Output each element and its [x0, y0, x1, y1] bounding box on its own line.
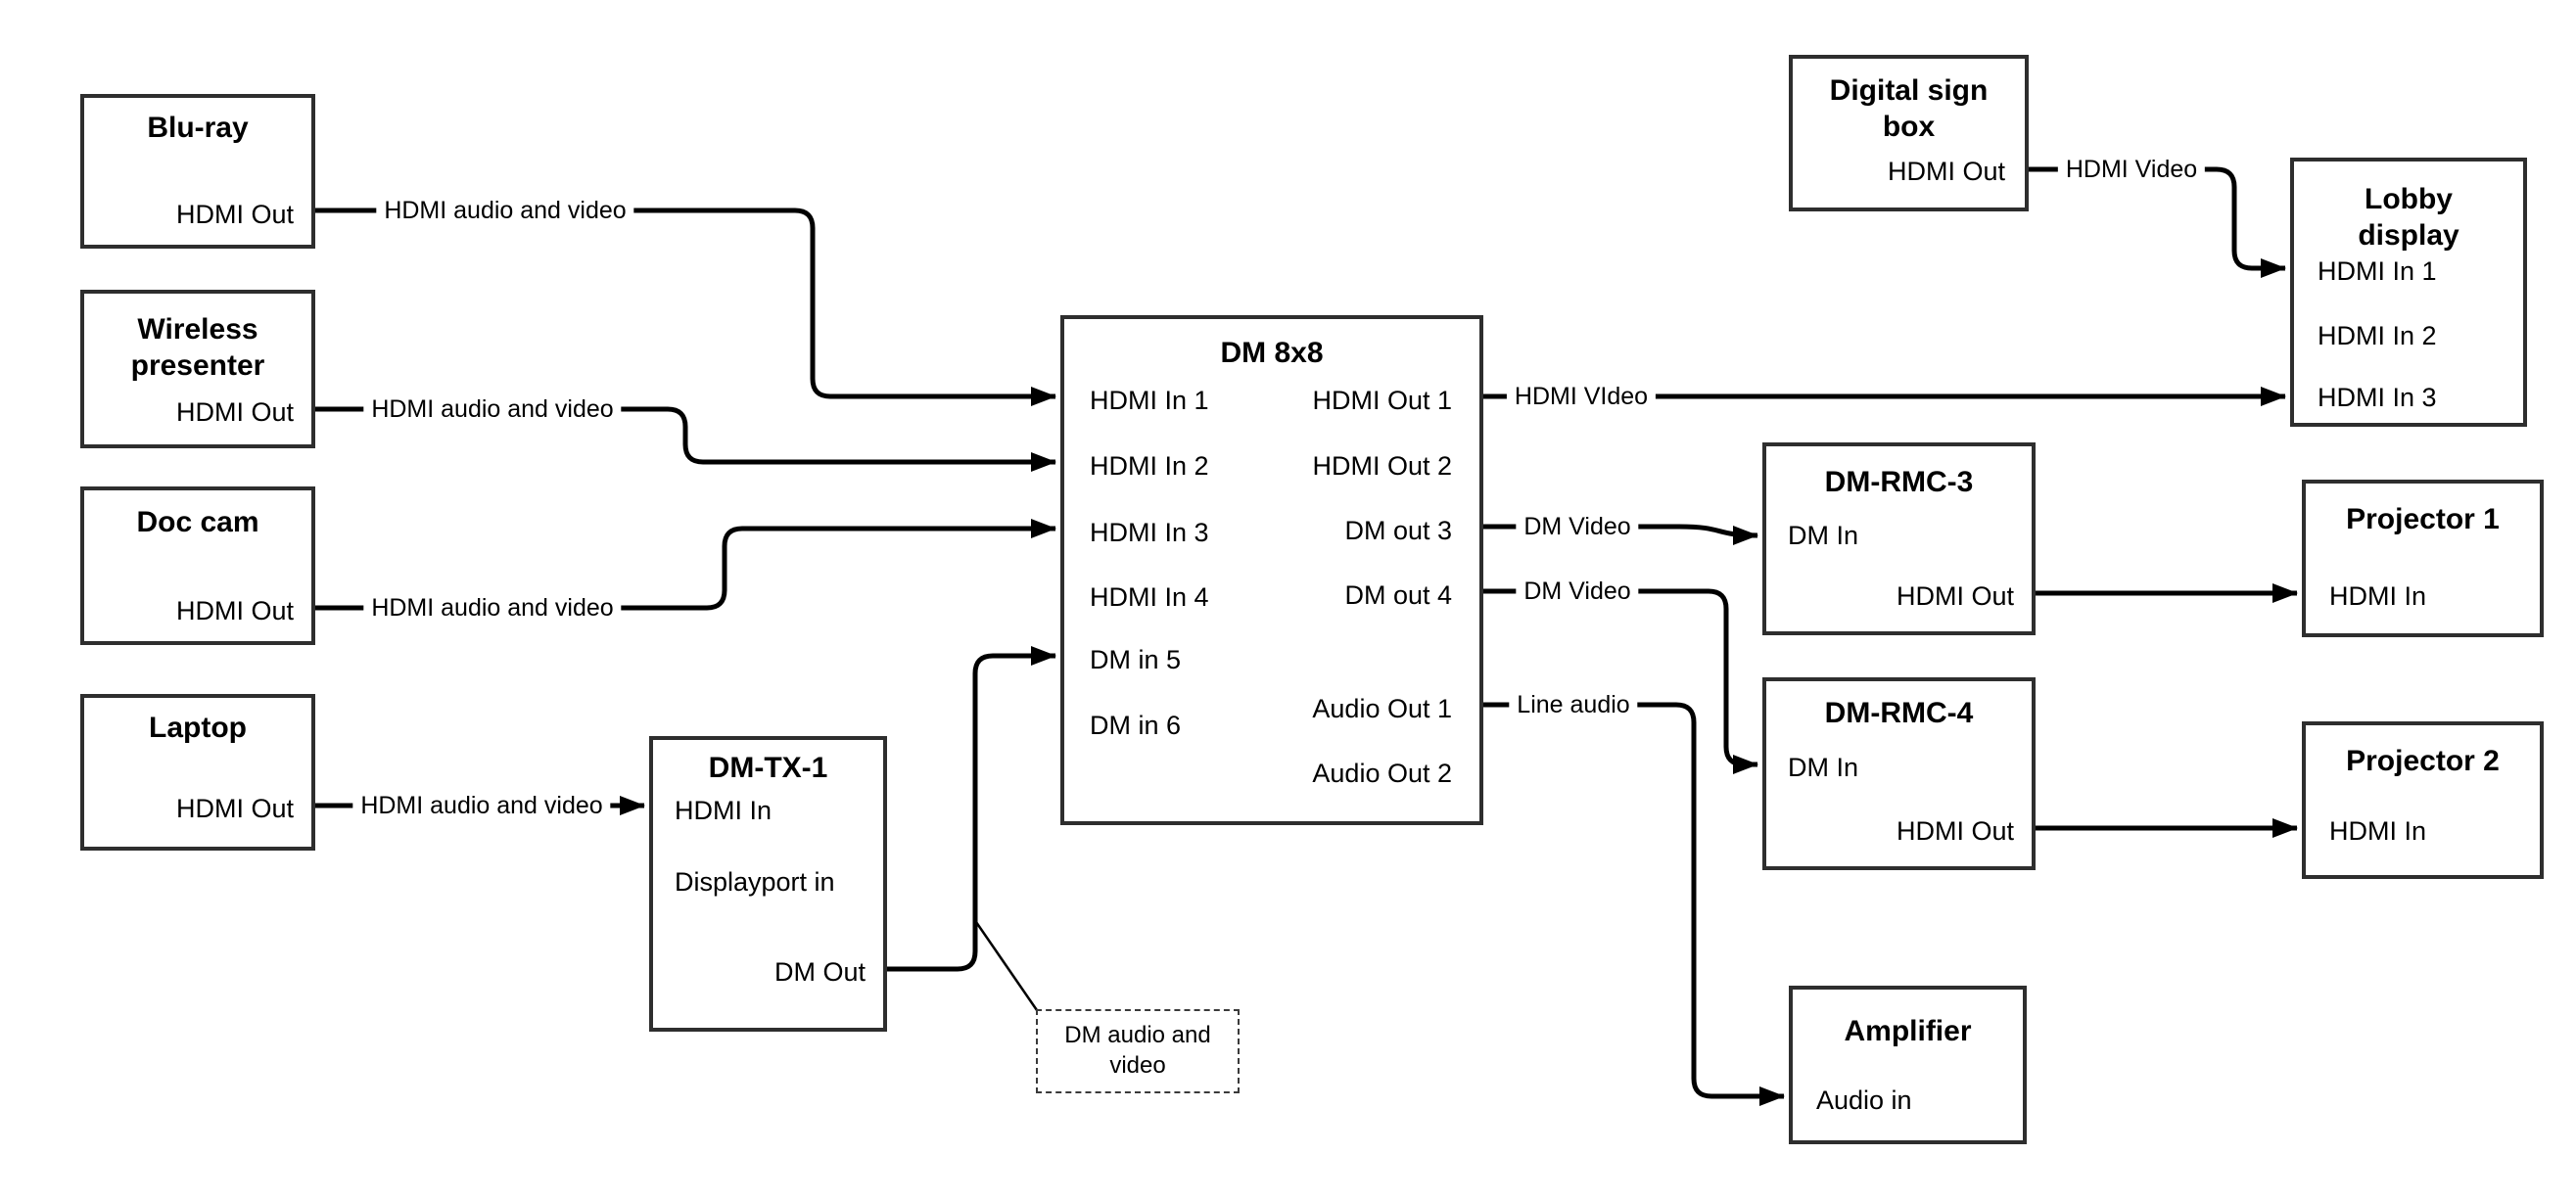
port-hdmi-out: HDMI Out [1887, 157, 2005, 186]
node-title: DM-TX-1 [708, 752, 828, 784]
edge-label-laptop: HDMI audio and video [352, 791, 611, 820]
node-laptop: Laptop HDMI Out [80, 694, 315, 851]
port-audio-in: Audio in [1816, 1086, 1912, 1115]
edge-dm8x8-out4-to-rmc4-dmin [1483, 588, 1758, 774]
node-title: Amplifier [1844, 1015, 1972, 1047]
node-title: Projector 2 [2346, 745, 2500, 777]
port-hdmi-out: HDMI Out [175, 596, 294, 625]
port-hdmi-in-4: HDMI In 4 [1090, 582, 1209, 612]
port-audio-out-2: Audio Out 2 [1312, 759, 1452, 788]
port-audio-out-1: Audio Out 1 [1312, 694, 1452, 723]
port-hdmi-out-2: HDMI Out 2 [1312, 451, 1452, 481]
node-blu-ray: Blu-ray HDMI Out [80, 94, 315, 249]
node-dm-tx-1: DM-TX-1 HDMI In Displayport in DM Out [649, 736, 887, 1032]
edge-label-line-audio: Line audio [1509, 690, 1638, 719]
port-dm-in-5: DM in 5 [1090, 645, 1182, 674]
port-hdmi-in: HDMI In [675, 796, 773, 825]
port-hdmi-in-2: HDMI In 2 [2318, 321, 2437, 350]
edge-doccam-to-dm8x8-in3 [315, 519, 1056, 611]
port-hdmi-out: HDMI Out [175, 397, 294, 427]
node-amplifier: Amplifier Audio in [1789, 986, 2027, 1144]
node-dm-8x8: DM 8x8 HDMI In 1 HDMI In 2 HDMI In 3 HDM… [1060, 315, 1483, 825]
port-displayport-in: Displayport in [675, 867, 835, 897]
node-title: Lobby display [2358, 183, 2459, 252]
node-dm-rmc-4: DM-RMC-4 DM In HDMI Out [1762, 677, 2036, 870]
port-dm-in: DM In [1788, 521, 1859, 550]
port-hdmi-in-3: HDMI In 3 [2318, 383, 2437, 412]
node-title: Doc cam [136, 506, 259, 538]
port-hdmi-in-1: HDMI In 1 [1090, 386, 1209, 415]
node-title: DM-RMC-4 [1824, 697, 1974, 729]
edge-dm8x8-audioout1-to-amp [1483, 702, 1785, 1106]
edge-label-hdmi-video-2: HDMI Video [2057, 155, 2206, 184]
port-hdmi-out: HDMI Out [175, 200, 294, 229]
node-title: Wireless presenter [130, 313, 265, 382]
edge-digitalsign-to-lobby-in1 [2029, 166, 2286, 278]
edge-dmtx1-dmout-to-dm8x8-in5 [887, 646, 1056, 972]
node-lobby-display: Lobby display HDMI In 1 HDMI In 2 HDMI I… [2290, 158, 2527, 427]
edge-label-bluray: HDMI audio and video [376, 196, 634, 225]
port-dm-in-6: DM in 6 [1090, 711, 1182, 740]
node-projector-1: Projector 1 HDMI In [2302, 480, 2544, 637]
port-hdmi-out-1: HDMI Out 1 [1312, 386, 1452, 415]
port-dm-out: DM Out [773, 957, 866, 987]
port-hdmi-in: HDMI In [2329, 581, 2427, 611]
node-title: Laptop [149, 712, 247, 744]
port-hdmi-out: HDMI Out [175, 794, 294, 823]
node-title: Projector 1 [2346, 503, 2500, 535]
annotation-dm-audio-video: DM audio and video [1036, 1009, 1240, 1093]
port-hdmi-out: HDMI Out [1896, 816, 2014, 846]
port-hdmi-out: HDMI Out [1896, 581, 2014, 611]
edge-dm8x8-out3-to-rmc3-dmin [1483, 524, 1758, 545]
node-doc-cam: Doc cam HDMI Out [80, 486, 315, 645]
node-dm-rmc-3: DM-RMC-3 DM In HDMI Out [1762, 442, 2036, 635]
node-wireless-presenter: Wireless presenter HDMI Out [80, 290, 315, 448]
node-title: DM 8x8 [1220, 337, 1324, 369]
edge-label-wireless: HDMI audio and video [363, 394, 622, 424]
node-title: Blu-ray [147, 112, 249, 144]
node-projector-2: Projector 2 HDMI In [2302, 721, 2544, 879]
annotation-leader-line [974, 921, 1041, 1014]
port-hdmi-in-2: HDMI In 2 [1090, 451, 1209, 481]
port-dm-in: DM In [1788, 753, 1859, 782]
port-hdmi-in: HDMI In [2329, 816, 2427, 846]
node-digital-sign-box: Digital sign box HDMI Out [1789, 55, 2029, 211]
port-hdmi-in-1: HDMI In 1 [2318, 256, 2437, 286]
node-title: DM-RMC-3 [1824, 466, 1974, 498]
edge-label-dm-video-1: DM Video [1516, 512, 1639, 541]
port-dm-out-4: DM out 4 [1344, 580, 1452, 610]
edge-bluray-to-dm8x8-in1 [315, 208, 1056, 406]
port-hdmi-in-3: HDMI In 3 [1090, 518, 1209, 547]
node-title: Digital sign box [1829, 74, 1989, 143]
edge-label-dm-video-2: DM Video [1516, 577, 1639, 606]
port-dm-out-3: DM out 3 [1344, 516, 1452, 545]
edge-wireless-to-dm8x8-in2 [315, 406, 1056, 472]
edge-label-hdmi-video-1: HDMI VIdeo [1506, 382, 1657, 411]
edge-label-doccam: HDMI audio and video [363, 593, 622, 623]
